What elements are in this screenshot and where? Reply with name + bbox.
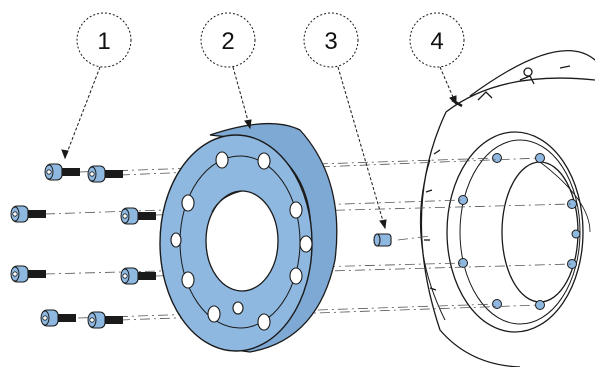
plate-hole (181, 271, 195, 289)
balloon-4: 4 (409, 12, 465, 68)
balloon-1-label: 1 (97, 28, 110, 55)
hub-hole (567, 259, 577, 269)
cap-screw (120, 267, 156, 285)
plate-hole (215, 151, 229, 169)
hub-bolt-holes (458, 153, 581, 310)
cap-screw (10, 265, 46, 283)
screws-part-1 (10, 163, 156, 329)
plate-hole (299, 235, 313, 253)
hub-hole (567, 199, 577, 209)
hub-part-4 (419, 49, 595, 367)
plate-hole (289, 201, 303, 219)
plate-hole (232, 301, 244, 315)
cap-screw (87, 165, 123, 183)
plate-hole (207, 305, 221, 323)
cap-screw (44, 163, 80, 181)
balloon-2: 2 (200, 12, 256, 68)
cap-screw (10, 205, 46, 223)
hub-hole (458, 195, 468, 205)
balloon-1: 1 (76, 12, 132, 68)
adapter-plate-holes (170, 151, 313, 331)
cap-screw (87, 311, 123, 329)
balloon-4-label: 4 (430, 28, 443, 55)
cap-screw (120, 207, 156, 225)
plate-hole (181, 194, 195, 212)
balloon-3: 3 (303, 12, 359, 68)
hub-hole (492, 299, 502, 309)
hub-hole (492, 153, 502, 163)
leader-lines (61, 66, 457, 230)
plate-hole (257, 313, 271, 331)
plate-hole (289, 267, 303, 285)
adapter-plate-part-2 (159, 122, 338, 353)
plate-hole (257, 152, 271, 170)
dowel-pin-part-3 (373, 233, 392, 247)
cap-screw (40, 309, 76, 327)
balloon-2-label: 2 (221, 28, 234, 55)
plate-hole (170, 232, 182, 248)
balloon-3-label: 3 (324, 28, 337, 55)
hub-hole (571, 229, 581, 239)
